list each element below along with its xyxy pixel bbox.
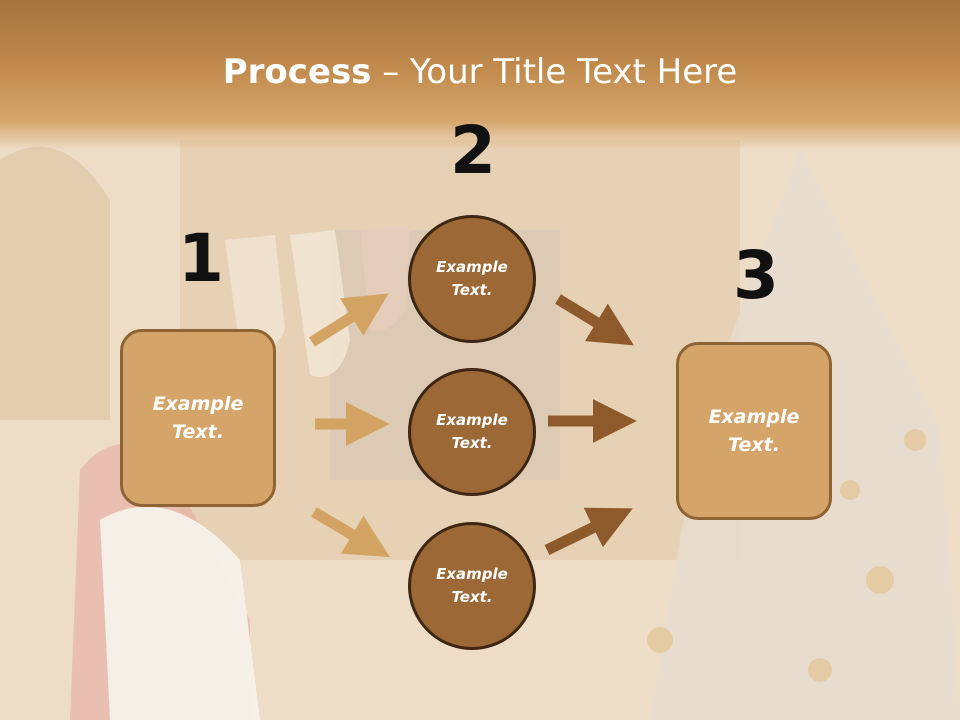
- step-number-2: 2: [450, 112, 496, 189]
- circle-top-text: Example Text.: [436, 257, 508, 299]
- circle-top: Example Text.: [408, 215, 536, 343]
- circle-middle: Example Text.: [408, 368, 536, 496]
- box-left: Example Text.: [120, 329, 276, 507]
- title-rest: – Your Title Text Here: [371, 52, 738, 92]
- circle-bottom-text: Example Text.: [436, 564, 508, 606]
- arrow-top-to-right: [555, 294, 634, 346]
- box-right-text: Example Text.: [708, 405, 800, 457]
- step-number-3: 3: [733, 237, 779, 314]
- step-number-1: 1: [178, 220, 224, 297]
- circle-middle-text: Example Text.: [436, 410, 508, 452]
- arrow-left-to-bottom: [311, 507, 391, 558]
- title-bold: Process: [222, 52, 372, 92]
- box-left-text: Example Text.: [152, 392, 244, 444]
- title-band: [0, 0, 960, 150]
- arrow-bottom-to-right: [544, 507, 633, 555]
- circle-bottom: Example Text.: [408, 522, 536, 650]
- arrow-left-to-top: [309, 293, 389, 347]
- box-right: Example Text.: [676, 342, 832, 520]
- slide-title: Process – Your Title Text Here: [0, 52, 960, 92]
